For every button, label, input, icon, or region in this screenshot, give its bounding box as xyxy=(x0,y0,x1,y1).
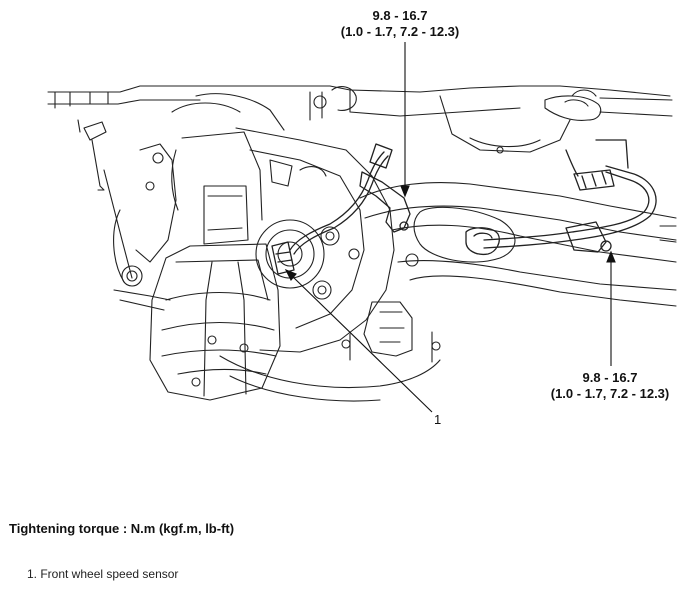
torque-value-right: 9.8 - 16.7 xyxy=(582,370,638,385)
suspension-assembly-diagram xyxy=(47,42,677,413)
ball-joint-bracket xyxy=(219,301,441,402)
leader-lines xyxy=(284,42,616,413)
torque-range-right: (1.0 - 1.7, 7.2 - 12.3) xyxy=(550,386,670,401)
steering-knuckle xyxy=(235,127,395,353)
upper-frame-rail xyxy=(47,85,673,154)
lower-control-arm xyxy=(359,182,677,307)
leader-line-item-1 xyxy=(291,275,433,413)
sensor-harness-right xyxy=(465,139,657,256)
arrowhead-item-1 xyxy=(284,268,297,281)
torque-units-heading: Tightening torque : N.m (kgf.m, lb-ft) xyxy=(9,521,235,536)
torque-callout-right: 9.8 - 16.7 (1.0 - 1.7, 7.2 - 12.3) xyxy=(535,370,685,402)
torque-range-top: (1.0 - 1.7, 7.2 - 12.3) xyxy=(340,24,460,39)
arrowhead-right xyxy=(606,250,616,263)
item-number-label: 1 xyxy=(434,412,442,427)
strut-assembly xyxy=(149,93,285,401)
sensor-harness-top xyxy=(271,143,411,275)
caliper-left xyxy=(77,119,177,311)
torque-callout-top: 9.8 - 16.7 (1.0 - 1.7, 7.2 - 12.3) xyxy=(330,8,470,40)
torque-value-top: 9.8 - 16.7 xyxy=(372,8,428,23)
arrowhead-top xyxy=(400,185,410,198)
legend-item: 1. Front wheel speed sensor xyxy=(27,567,179,581)
